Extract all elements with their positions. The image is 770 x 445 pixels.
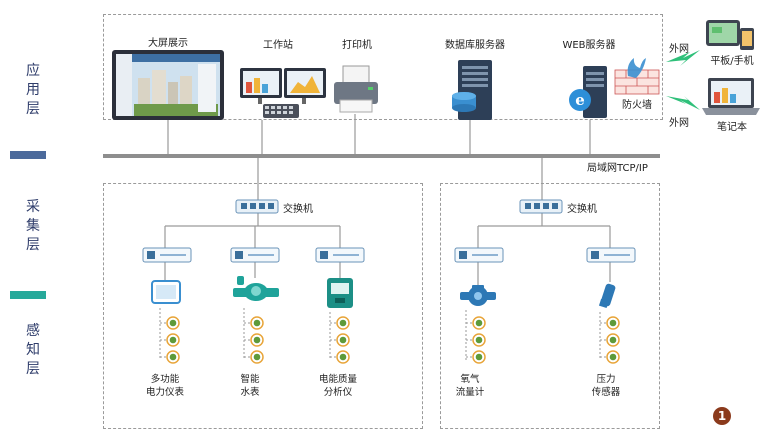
switch-right-icon <box>519 199 563 214</box>
figure-number-badge: 1 <box>713 407 731 425</box>
sensor-node-dot <box>609 319 617 327</box>
water-meter-icon <box>233 276 279 301</box>
database-server-icon <box>452 60 492 120</box>
web-server-icon: e <box>569 66 607 118</box>
wireless-link-icons <box>666 50 700 110</box>
application-box <box>103 14 663 120</box>
layer-label-perception: 感 知 层 <box>26 323 40 377</box>
sensor-node-dot <box>339 319 347 327</box>
app-connectors <box>164 114 611 285</box>
power-meter-label: 多功能 电力仪表 <box>145 374 184 398</box>
power-quality-analyzer-label: 电能质量 分析仪 <box>318 374 357 398</box>
sensor-node-dot <box>169 336 177 344</box>
sensor-node-dot <box>253 319 261 327</box>
switch-left-icon <box>235 199 279 214</box>
firewall-icon <box>614 58 660 95</box>
web-server-label: WEB服务器 <box>562 40 616 51</box>
water-meter-label: 智能 水表 <box>240 374 260 398</box>
lan-bus <box>103 154 660 158</box>
sensor-node-dot <box>475 319 483 327</box>
sensor-node-dot <box>475 353 483 361</box>
sensor-node-dot <box>169 319 177 327</box>
lan-label: 局域网TCP/IP <box>587 163 648 174</box>
switch-right-label: 交换机 <box>567 204 597 215</box>
big-screen-icon <box>112 50 224 120</box>
collection-box-left <box>103 183 423 429</box>
sensor-node-dot <box>253 336 261 344</box>
sensor-nodes <box>166 316 620 364</box>
collection-box-right <box>440 183 660 429</box>
layer-label-collection: 采 集 层 <box>26 199 40 253</box>
collector-unit-ports <box>147 251 630 259</box>
power-meter-icon <box>151 280 181 304</box>
layer-divider-1 <box>10 151 46 159</box>
printer-label: 打印机 <box>342 40 372 51</box>
sensor-node-dot <box>475 336 483 344</box>
tablet-phone-icon <box>706 20 754 50</box>
external-network-label-2: 外网 <box>669 118 689 129</box>
tablet-phone-label: 平板/手机 <box>710 56 754 67</box>
gas-flowmeter-icon <box>460 285 496 306</box>
power-quality-analyzer-icon <box>327 278 353 308</box>
sensor-node-dot <box>609 336 617 344</box>
pressure-sensor-label: 压力 传感器 <box>591 374 621 398</box>
pressure-sensor-icon <box>598 283 616 309</box>
sensor-node-dot <box>339 353 347 361</box>
switch-left-label: 交换机 <box>283 204 313 215</box>
node-spines <box>159 308 607 360</box>
firewall-label: 防火墙 <box>622 100 652 111</box>
sensor-node-dot <box>169 353 177 361</box>
workstation-icon <box>240 68 326 118</box>
collector-units <box>142 247 636 263</box>
sensor-node-dot <box>339 336 347 344</box>
sensor-node-dot <box>609 353 617 361</box>
svg-text:e: e <box>575 91 585 109</box>
workstation-label: 工作站 <box>263 40 293 51</box>
layer-divider-2 <box>10 291 46 299</box>
laptop-icon <box>702 78 760 115</box>
gas-flowmeter-label: 氧气 流量计 <box>455 374 485 398</box>
printer-icon <box>334 65 378 113</box>
sensor-node-dot <box>253 353 261 361</box>
big-screen-label: 大屏展示 <box>148 38 188 49</box>
layer-label-application: 应 用 层 <box>26 63 40 117</box>
laptop-label: 笔记本 <box>717 122 747 133</box>
database-server-label: 数据库服务器 <box>445 40 505 51</box>
external-network-label-1: 外网 <box>669 44 689 55</box>
